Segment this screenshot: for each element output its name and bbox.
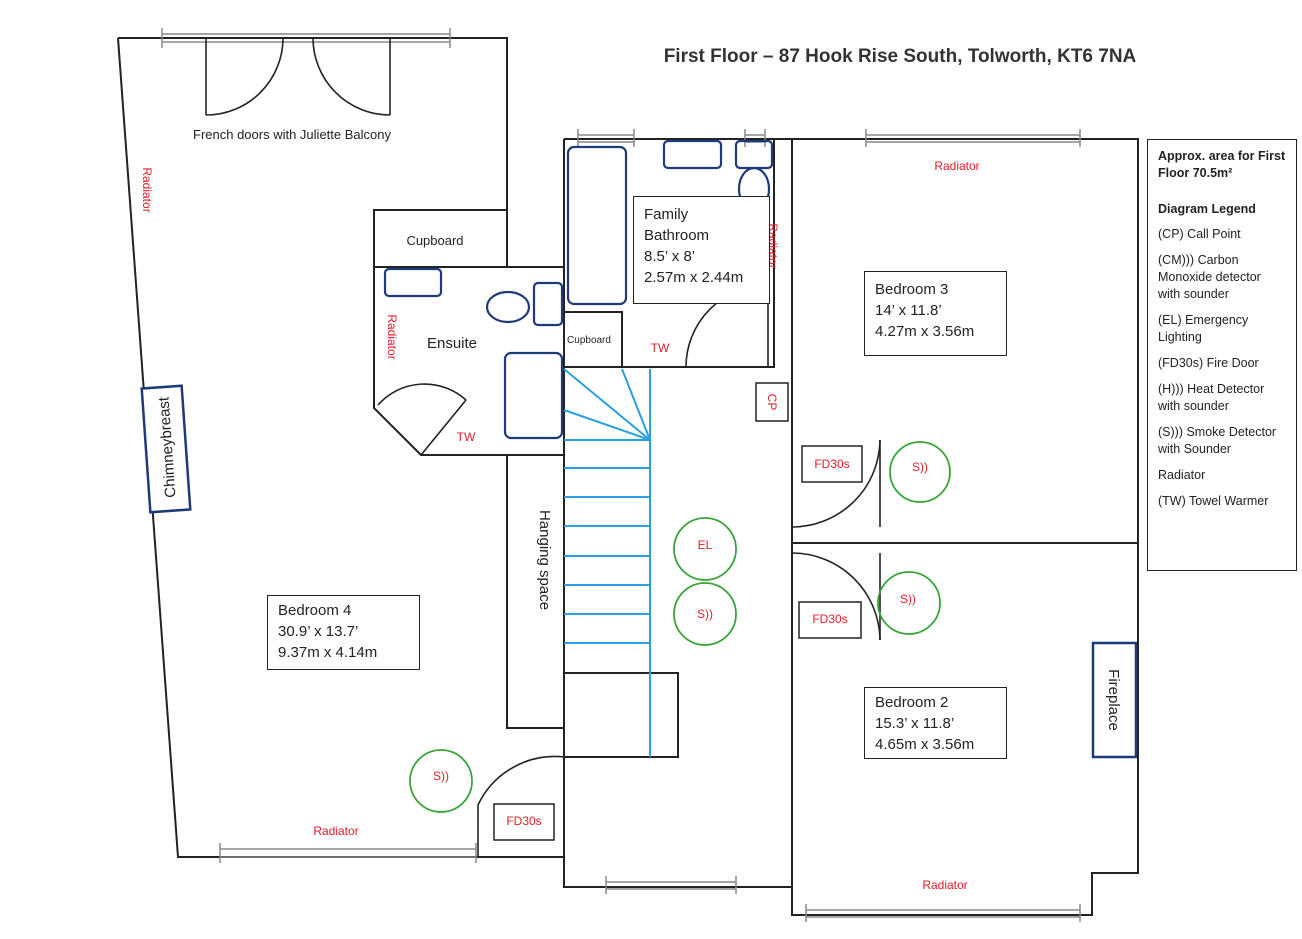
bathroom-wall (563, 138, 792, 888)
legend-item-heat-detector: (H))) Heat Detector with sounder (1158, 382, 1265, 413)
fire-door-bedroom4-label: FD30s (506, 814, 541, 828)
bedroom2-imperial: 15.3’ x 11.8’ (875, 715, 955, 732)
smoke-detector-bedroom4-label: S)) (433, 769, 449, 783)
window-bathroom-1 (577, 129, 635, 147)
call-point-box (755, 382, 789, 422)
legend-item-call-point: (CP) Call Point (1158, 227, 1241, 241)
smoke-detector-landing-label: S)) (697, 607, 713, 621)
ensuite-door (373, 383, 467, 456)
bathroom-metric: 2.57m x 2.44m (644, 269, 744, 286)
fire-door-bedroom2-label: FD30s (812, 612, 847, 626)
bedroom3-door (791, 439, 881, 528)
hanging-space-label: Hanging space (536, 510, 553, 610)
bathroom-basin-left (662, 139, 723, 170)
radiator-bedroom3: Radiator (934, 159, 979, 173)
fire-door-bedroom3-label: FD30s (814, 457, 849, 471)
ensuite-cistern (532, 281, 564, 327)
fireplace-label: Fireplace (1105, 669, 1122, 731)
page-title: First Floor – 87 Hook Rise South, Tolwor… (663, 46, 1137, 67)
bathroom-name-line1: Family (644, 206, 689, 223)
bedroom2-name: Bedroom 2 (875, 694, 949, 711)
smoke-detector-bedroom4-ring (409, 749, 473, 813)
call-point-label: CP (765, 394, 779, 411)
bathroom-name-line2: Bathroom (644, 227, 710, 244)
radiator-ensuite: Radiator (385, 314, 399, 359)
bedroom2-metric: 4.65m x 3.56m (875, 736, 975, 753)
fixtures (383, 139, 774, 440)
bedroom3-wall (791, 138, 1139, 916)
ensuite-basin (383, 267, 443, 298)
bathroom-basin-right (734, 139, 774, 170)
legend-item-smoke-detector: (S))) Smoke Detector with Sounder (1158, 425, 1277, 456)
hanging-space-wall (506, 455, 564, 729)
towel-warmer-ensuite: TW (457, 430, 476, 444)
bath-tub (566, 145, 628, 306)
legend-item-towel-warmer: (TW) Towel Warmer (1158, 494, 1269, 508)
ensuite-wall (373, 266, 565, 456)
staircase (563, 368, 651, 757)
detectors (409, 441, 951, 813)
cupboard-small-label: Cupboard (567, 335, 611, 346)
towel-warmer-bathroom: TW (651, 341, 670, 355)
ensuite-toilet (485, 290, 531, 324)
fire-door-bedroom3-box (801, 445, 863, 483)
cupboard-label: Cupboard (406, 233, 463, 248)
radiator-bedroom4-bottom: Radiator (313, 824, 358, 838)
bathroom-info-box: Family Bathroom 8.5’ x 8’ 2.57m x 2.44m (633, 196, 770, 304)
fire-door-bedroom2-box (798, 601, 862, 639)
doors (205, 37, 881, 857)
smoke-detector-bedroom3-label: S)) (912, 460, 928, 474)
radiator-bedroom4-left: Radiator (140, 167, 154, 212)
legend-heading: Diagram Legend (1158, 202, 1256, 216)
landing-block (564, 672, 679, 758)
emergency-light-ring (673, 517, 737, 581)
legend-item-fire-door: (FD30s) Fire Door (1158, 356, 1259, 370)
legend-item-co-detector: (CM))) Carbon Monoxide detector with sou… (1158, 253, 1261, 301)
bedroom4-metric: 9.37m x 4.14m (278, 644, 378, 661)
french-doors-label: French doors with Juliette Balcony (193, 127, 391, 142)
legend-area: Approx. area for First Floor 70.5m² (1158, 149, 1286, 180)
window-landing (605, 876, 737, 894)
smoke-detector-landing-ring (673, 582, 737, 646)
bathroom-imperial: 8.5’ x 8’ (644, 248, 696, 265)
bedroom3-metric: 4.27m x 3.56m (875, 323, 975, 340)
smoke-detector-bedroom2-ring (877, 571, 941, 635)
bedroom3-imperial: 14’ x 11.8’ (875, 302, 942, 319)
emergency-light-label: EL (698, 538, 713, 552)
legend-item-radiator: Radiator (1158, 468, 1206, 482)
fireplace-box (1091, 641, 1138, 759)
radiator-bedroom2: Radiator (922, 878, 967, 892)
bedroom4-imperial: 30.9’ x 13.7’ (278, 623, 359, 640)
smoke-detector-bedroom3-ring (889, 441, 951, 503)
window-bedroom4-bottom (219, 843, 477, 863)
bathroom-inner-wall (564, 139, 775, 368)
bedroom4-name: Bedroom 4 (278, 602, 352, 619)
windows (161, 28, 1081, 922)
chimneybreast-box (140, 384, 192, 514)
smoke-detector-bedroom2-label: S)) (900, 592, 916, 606)
bedroom2-info-box: Bedroom 2 15.3’ x 11.8’ 4.65m x 3.56m (864, 687, 1007, 759)
legend-item-emergency-lighting: (EL) Emergency Lighting (1158, 313, 1249, 344)
fire-door-bedroom4-box (493, 803, 555, 841)
bedroom2-door (791, 552, 881, 641)
french-doors (205, 37, 391, 116)
walls (117, 37, 1139, 916)
cupboard-small-box (563, 311, 623, 368)
bedroom3-name: Bedroom 3 (875, 281, 949, 298)
bedroom4-info-box: Bedroom 4 30.9’ x 13.7’ 9.37m x 4.14m (267, 595, 420, 670)
legend-box: Approx. area for First Floor 70.5m² Diag… (1147, 139, 1297, 571)
window-bedroom2 (805, 904, 1081, 922)
bedroom4-door (477, 755, 565, 857)
ensuite-shower (503, 351, 564, 440)
window-bedroom4-top (161, 28, 451, 48)
bedroom3-info-box: Bedroom 3 14’ x 11.8’ 4.27m x 3.56m (864, 271, 1007, 356)
ensuite-label: Ensuite (427, 335, 477, 352)
window-bedroom3 (865, 129, 1081, 147)
